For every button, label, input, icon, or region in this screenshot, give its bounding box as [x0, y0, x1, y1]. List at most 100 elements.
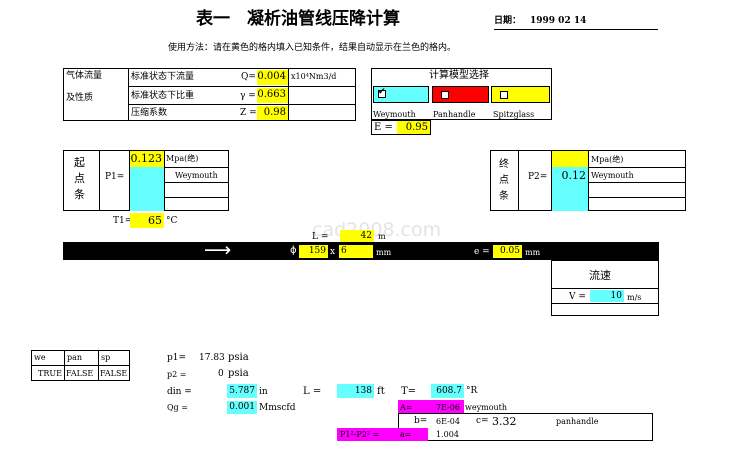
length-ft-label: L =	[303, 386, 322, 397]
start-char-1: 起	[74, 156, 85, 169]
model-option-panhandle[interactable]	[432, 86, 489, 103]
end-char-3: 条	[499, 191, 509, 202]
flag-header-we: we	[34, 353, 46, 362]
gravity-label: 标准状态下比重	[131, 91, 195, 101]
compress-symbol: Z =	[240, 108, 257, 118]
flag-header-sp: sp	[101, 353, 111, 362]
qg-label: Qg =	[167, 403, 188, 412]
model-select-panel	[371, 68, 552, 120]
p2-result: 0.12	[552, 167, 588, 211]
panhandle-coef-box	[398, 413, 653, 441]
length-input[interactable]: 42	[340, 230, 374, 242]
p1-psia-label: p1=	[167, 353, 187, 363]
p1-psia-value: 17.83	[199, 353, 225, 363]
model-option-weymouth[interactable]	[373, 86, 429, 103]
start-char-3: 条	[74, 188, 85, 201]
coef-b-value: 6E-04	[436, 417, 460, 426]
flow-unit: x10⁴Nm3/d	[291, 72, 337, 81]
model-select-title: 计算模型选择	[429, 70, 489, 81]
panhandle-label: Panhandle	[433, 110, 476, 119]
p2-label: P2=	[528, 172, 548, 182]
length-label: L =	[312, 232, 329, 242]
compress-input[interactable]: 0.98	[257, 106, 288, 120]
dp-squared-cell	[337, 428, 428, 441]
weymouth-label: Weymouth	[373, 110, 416, 119]
compress-label: 压缩系数	[131, 108, 168, 118]
panhandle-checkbox[interactable]	[441, 91, 449, 99]
length-ft-value: 138	[337, 384, 374, 398]
p2-psia-value: 0	[218, 369, 224, 379]
start-char-2: 点	[74, 172, 85, 185]
p1-label: P1=	[105, 172, 125, 182]
p1-unit: Mpa(绝)	[166, 154, 199, 163]
flow-symbol: Q=	[241, 72, 256, 82]
gas-properties-table	[63, 68, 356, 121]
roughness-unit: mm	[525, 248, 541, 257]
times-symbol: x	[330, 247, 336, 257]
gas-group-label-1: 气体流量	[66, 71, 103, 81]
date-value: 1999 02 14	[530, 16, 587, 26]
velocity-title: 流速	[589, 269, 611, 282]
watermark-text: cad2008.com	[312, 219, 442, 241]
p2-input[interactable]	[552, 151, 588, 167]
phi-symbol: ϕ	[290, 245, 297, 256]
end-char-2: 点	[499, 175, 509, 186]
coef-a-weymouth-label: A=	[400, 403, 413, 412]
instructions-text: 使用方法：请在黄色的格内填入已知条件，结果自动显示在兰色的格内。	[168, 43, 457, 53]
p1-psia-unit: psia	[228, 352, 249, 363]
end-char-1: 终	[499, 159, 509, 170]
p2-unit: Mpa(绝)	[591, 155, 624, 164]
p1-input[interactable]: 0.123	[130, 151, 164, 167]
coef-a-weymouth-cell	[398, 400, 464, 413]
t1-input[interactable]: 65	[130, 213, 164, 228]
flag-header-pan: pan	[67, 353, 83, 362]
din-label: din =	[167, 387, 192, 397]
e-factor-box	[371, 120, 431, 135]
gravity-input[interactable]: 0.663	[257, 88, 288, 103]
din-value: 5.787	[227, 384, 257, 398]
thickness-input[interactable]: 6	[339, 245, 373, 258]
velocity-unit: m/s	[627, 293, 642, 302]
p2-psia-label: p2 =	[167, 370, 187, 379]
dp-squared-label: P1²-P2² =	[340, 430, 380, 439]
date-label: 日期：	[494, 16, 522, 26]
t1-label: T1=	[113, 216, 133, 226]
coef-c-label: c=	[476, 416, 489, 426]
temp-r-label: T=	[401, 386, 417, 397]
temp-r-unit: °R	[466, 386, 478, 396]
diameter-input[interactable]: 159	[299, 245, 328, 258]
flag-value-we: TRUE	[38, 369, 62, 378]
length-ft-unit: ft	[377, 386, 385, 397]
p1-method: Weymouth	[175, 171, 218, 180]
model-option-spitzglass[interactable]	[491, 86, 550, 103]
spitzglass-checkbox[interactable]	[500, 91, 508, 99]
coef-a-weymouth-value: 7E-06	[436, 403, 460, 412]
page-title: 表一 凝析油管线压降计算	[196, 9, 400, 29]
coef-a-weymouth-name: weymouth	[465, 403, 508, 412]
coef-a-panhandle-value: 1.004	[436, 430, 459, 439]
gas-group-label-2: 及性质	[66, 93, 94, 103]
weymouth-checkbox[interactable]	[378, 87, 386, 98]
gravity-symbol: γ =	[240, 91, 256, 101]
flow-arrow-icon: ⟶	[204, 239, 232, 261]
e-factor-input[interactable]: 0.95	[397, 121, 430, 134]
e-factor-label: E =	[374, 122, 393, 133]
coef-b-label: b=	[414, 416, 428, 426]
p2-method: Weymouth	[591, 171, 634, 180]
flag-value-sp: FALSE	[100, 369, 128, 378]
panhandle-name: panhandle	[556, 417, 599, 426]
p1-result-cell	[130, 167, 164, 211]
coef-c-value: 3.32	[492, 415, 517, 428]
p2-psia-unit: psia	[228, 368, 249, 379]
velocity-result: 10	[590, 290, 624, 302]
date-underline	[494, 29, 658, 30]
flag-value-pan: FALSE	[66, 369, 94, 378]
flow-input[interactable]: 0.004	[257, 70, 288, 85]
qg-unit: Mmscfd	[259, 403, 296, 413]
velocity-label: V =	[569, 292, 586, 302]
spitzglass-label: Spitzglass	[493, 110, 535, 119]
t1-unit: °C	[166, 216, 178, 226]
length-unit: m	[378, 232, 386, 241]
roughness-input[interactable]: 0.05	[493, 245, 522, 258]
din-unit: in	[259, 387, 268, 397]
